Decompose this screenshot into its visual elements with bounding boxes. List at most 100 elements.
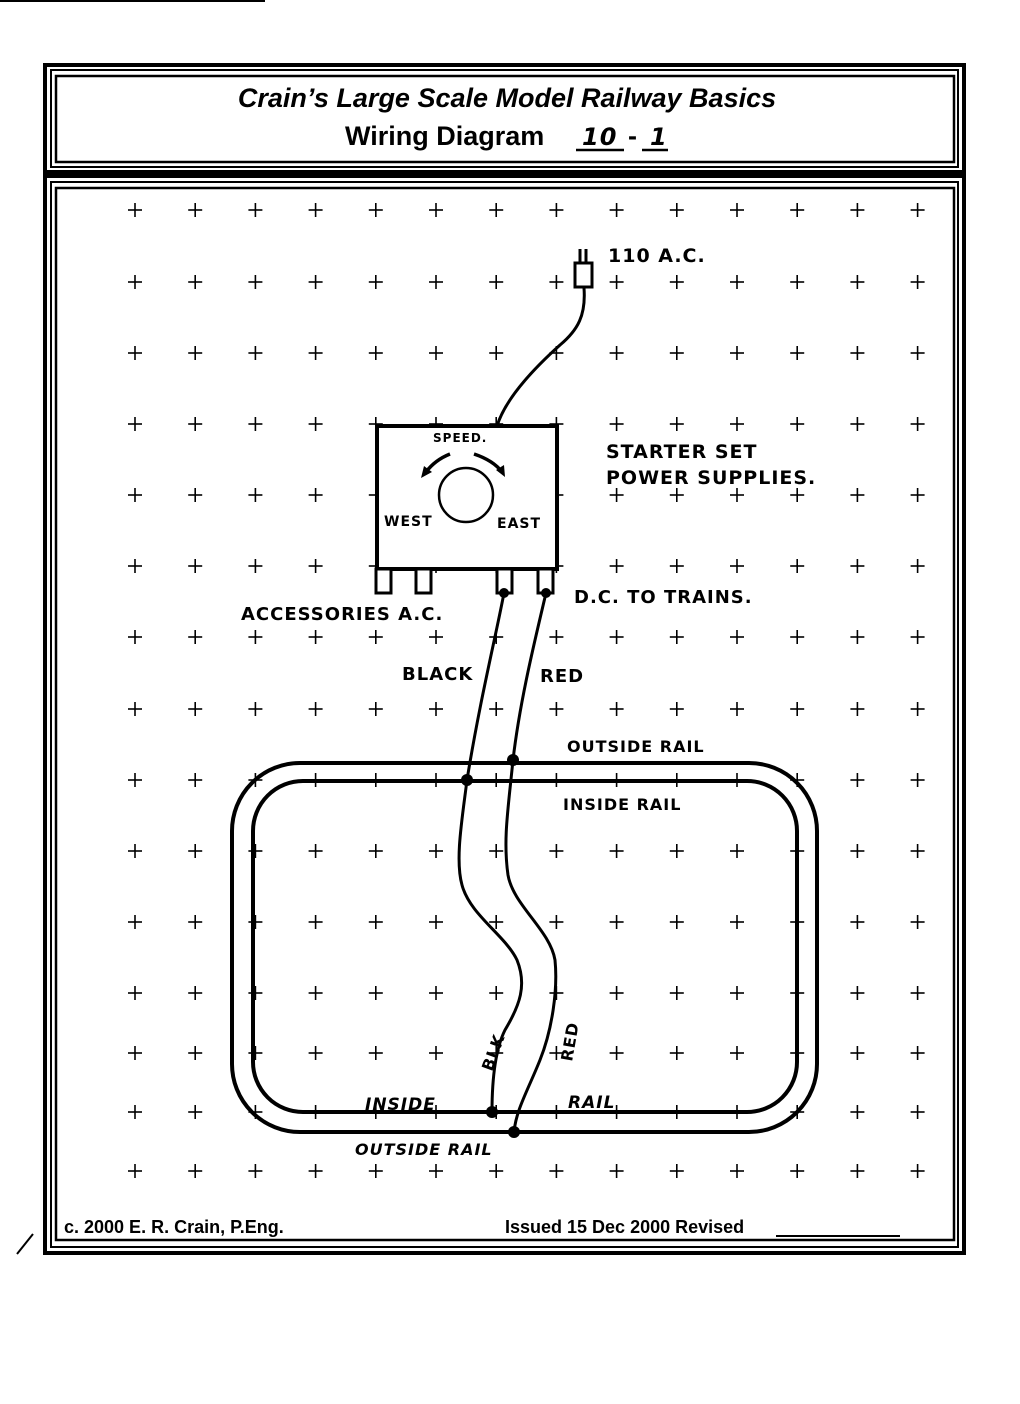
inside-rail-bottom-label-1: INSIDE bbox=[365, 1095, 436, 1115]
grid-cross bbox=[669, 1164, 684, 1178]
grid-cross bbox=[669, 559, 684, 573]
grid-cross bbox=[850, 417, 865, 431]
grid-cross bbox=[730, 1046, 744, 1060]
grid-cross bbox=[128, 773, 142, 787]
grid-cross bbox=[429, 203, 443, 217]
grid-markers bbox=[128, 203, 925, 1178]
grid-cross bbox=[910, 915, 925, 929]
grid-cross bbox=[429, 346, 443, 360]
speed-knob[interactable] bbox=[437, 466, 495, 524]
grid-cross bbox=[188, 417, 203, 431]
grid-cross bbox=[669, 275, 684, 289]
grid-cross bbox=[910, 559, 925, 573]
grid-cross bbox=[609, 488, 624, 502]
grid-cross bbox=[188, 559, 203, 573]
accessories-label: ACCESSORIES A.C. bbox=[241, 604, 443, 625]
grid-cross bbox=[489, 702, 504, 716]
grid-cross bbox=[669, 630, 684, 644]
grid-cross bbox=[790, 559, 805, 573]
outside-rail-top-label: OUTSIDE RAIL bbox=[567, 737, 705, 756]
grid-cross bbox=[188, 702, 203, 716]
grid-cross bbox=[248, 203, 263, 217]
grid-cross bbox=[128, 630, 142, 644]
grid-cross bbox=[308, 630, 323, 644]
grid-cross bbox=[248, 1046, 263, 1060]
grid-cross bbox=[188, 844, 203, 858]
grid-cross bbox=[308, 275, 323, 289]
grid-cross bbox=[910, 702, 925, 716]
grid-cross bbox=[910, 417, 925, 431]
grid-cross bbox=[308, 417, 323, 431]
inside-rail-bottom-label-2: RAIL bbox=[568, 1093, 615, 1113]
grid-cross bbox=[910, 630, 925, 644]
grid-cross bbox=[489, 986, 504, 1000]
grid-cross bbox=[308, 915, 323, 929]
grid-cross bbox=[850, 1164, 865, 1178]
grid-cross bbox=[489, 1164, 504, 1178]
grid-cross bbox=[669, 1046, 684, 1060]
grid-cross bbox=[609, 203, 624, 217]
grid-cross bbox=[669, 346, 684, 360]
grid-cross bbox=[248, 488, 263, 502]
diagram-subtitle: Wiring Diagram bbox=[345, 121, 544, 151]
east-label: EAST bbox=[497, 516, 541, 532]
black-wire bbox=[457, 591, 524, 1114]
grid-cross bbox=[910, 1046, 925, 1060]
grid-cross bbox=[188, 1164, 203, 1178]
grid-cross bbox=[248, 630, 263, 644]
dc-to-trains-label: D.C. TO TRAINS. bbox=[574, 587, 753, 608]
grid-cross bbox=[730, 702, 744, 716]
grid-cross bbox=[850, 203, 865, 217]
grid-cross bbox=[188, 203, 203, 217]
power-supply-title-line2: POWER SUPPLIES. bbox=[606, 467, 816, 489]
grid-cross bbox=[609, 1046, 624, 1060]
grid-cross bbox=[910, 1105, 925, 1119]
blk-wire-label: BLK bbox=[478, 1031, 509, 1073]
grid-cross bbox=[429, 915, 443, 929]
black-terminal-dot bbox=[499, 588, 509, 598]
grid-cross bbox=[549, 275, 564, 289]
grid-cross bbox=[910, 488, 925, 502]
grid-cross bbox=[188, 986, 203, 1000]
grid-cross bbox=[669, 417, 684, 431]
grid-cross bbox=[609, 346, 624, 360]
red-wire-label: RED bbox=[540, 666, 584, 687]
grid-cross bbox=[730, 275, 744, 289]
issued-text: Issued 15 Dec 2000 Revised bbox=[505, 1217, 744, 1237]
grid-cross bbox=[128, 702, 142, 716]
grid-cross bbox=[609, 417, 624, 431]
scan-artifact-mark bbox=[16, 1233, 34, 1255]
grid-cross bbox=[248, 915, 263, 929]
grid-cross bbox=[609, 702, 624, 716]
grid-cross bbox=[429, 1164, 443, 1178]
diagram-number-minor: 1 bbox=[650, 123, 668, 151]
grid-cross bbox=[669, 488, 684, 502]
grid-cross bbox=[910, 275, 925, 289]
grid-cross bbox=[429, 702, 443, 716]
power-plug-label: 110 A.C. bbox=[608, 245, 706, 267]
grid-cross bbox=[790, 346, 805, 360]
grid-cross bbox=[850, 773, 865, 787]
grid-cross bbox=[669, 844, 684, 858]
grid-cross bbox=[188, 488, 203, 502]
grid-cross bbox=[790, 203, 805, 217]
grid-cross bbox=[730, 488, 744, 502]
grid-cross bbox=[248, 275, 263, 289]
grid-cross bbox=[248, 986, 263, 1000]
speed-label: SPEED. bbox=[433, 431, 487, 445]
grid-cross bbox=[850, 986, 865, 1000]
grid-cross bbox=[308, 346, 323, 360]
grid-cross bbox=[850, 844, 865, 858]
power-plug-icon bbox=[573, 249, 594, 289]
grid-cross bbox=[188, 915, 203, 929]
grid-cross bbox=[368, 1046, 383, 1060]
grid-cross bbox=[128, 915, 142, 929]
grid-cross bbox=[489, 203, 504, 217]
grid-cross bbox=[308, 1164, 323, 1178]
grid-cross bbox=[549, 915, 564, 929]
grid-cross bbox=[188, 630, 203, 644]
black-inside-rail-dot bbox=[461, 774, 473, 786]
grid-cross bbox=[549, 203, 564, 217]
grid-cross bbox=[188, 1046, 203, 1060]
